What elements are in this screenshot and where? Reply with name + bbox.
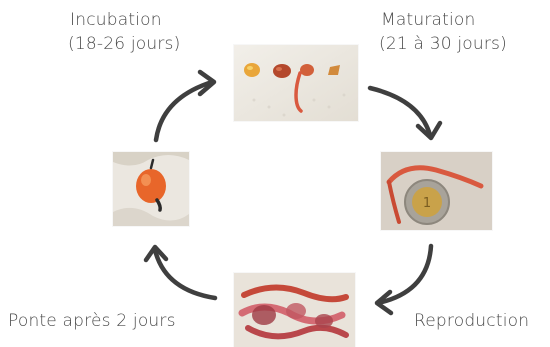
arrow-maturation bbox=[370, 88, 440, 138]
single-cocoon-photo bbox=[113, 152, 189, 226]
svg-text:1: 1 bbox=[423, 196, 431, 211]
arrow-incubation bbox=[156, 72, 214, 140]
cocoons-and-hatchling-photo bbox=[234, 45, 358, 121]
arrow-reproduction bbox=[377, 246, 431, 313]
young-worm-with-coin-photo: 1 bbox=[381, 152, 492, 230]
mating-worms-photo bbox=[234, 273, 355, 347]
arrow-laying bbox=[146, 247, 215, 298]
